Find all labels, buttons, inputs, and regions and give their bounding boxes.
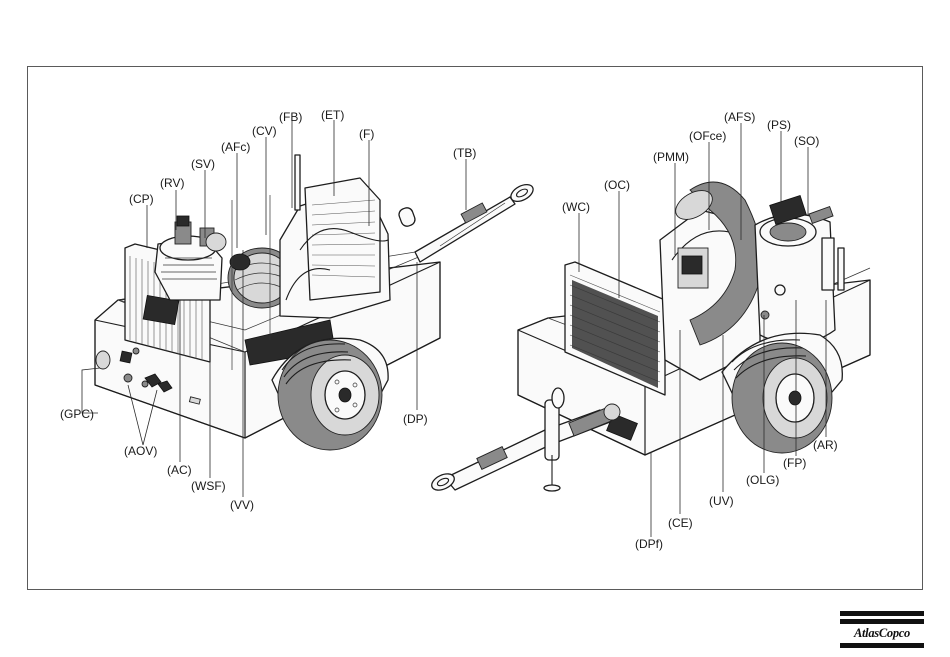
callout-ps: (PS): [767, 118, 791, 132]
callout-cp: (CP): [129, 192, 154, 206]
callout-rv: (RV): [160, 176, 184, 190]
callout-ce: (CE): [668, 516, 693, 530]
callout-fp: (FP): [783, 456, 806, 470]
callout-dp: (DP): [403, 412, 428, 426]
callout-ar: (AR): [813, 438, 838, 452]
callout-oc: (OC): [604, 178, 630, 192]
callout-afc: (AFc): [221, 140, 250, 154]
callout-ac: (AC): [167, 463, 192, 477]
callout-wc: (WC): [562, 200, 590, 214]
left-compressor-unit: [95, 155, 536, 450]
atlas-copco-logo: AtlasCopco: [840, 610, 924, 652]
callout-vv: (VV): [230, 498, 254, 512]
callout-et: (ET): [321, 108, 344, 122]
callout-sv: (SV): [191, 157, 215, 171]
callout-fb: (FB): [279, 110, 302, 124]
callout-cv: (CV): [252, 124, 277, 138]
callout-aov: (AOV): [124, 444, 157, 458]
callout-ofce: (OFce): [689, 129, 726, 143]
callout-f: (F): [359, 127, 374, 141]
callout-olg: (OLG): [746, 473, 779, 487]
logo-wordmark: AtlasCopco: [840, 626, 924, 641]
callout-wsf: (WSF): [191, 479, 226, 493]
callout-gpc: (GPC): [60, 407, 94, 421]
callout-afs: (AFS): [724, 110, 755, 124]
callout-uv: (UV): [709, 494, 734, 508]
right-compressor-unit: [429, 182, 870, 493]
callout-so: (SO): [794, 134, 819, 148]
callout-dpf: (DPf): [635, 537, 663, 551]
callout-pmm: (PMM): [653, 150, 689, 164]
callout-tb: (TB): [453, 146, 476, 160]
